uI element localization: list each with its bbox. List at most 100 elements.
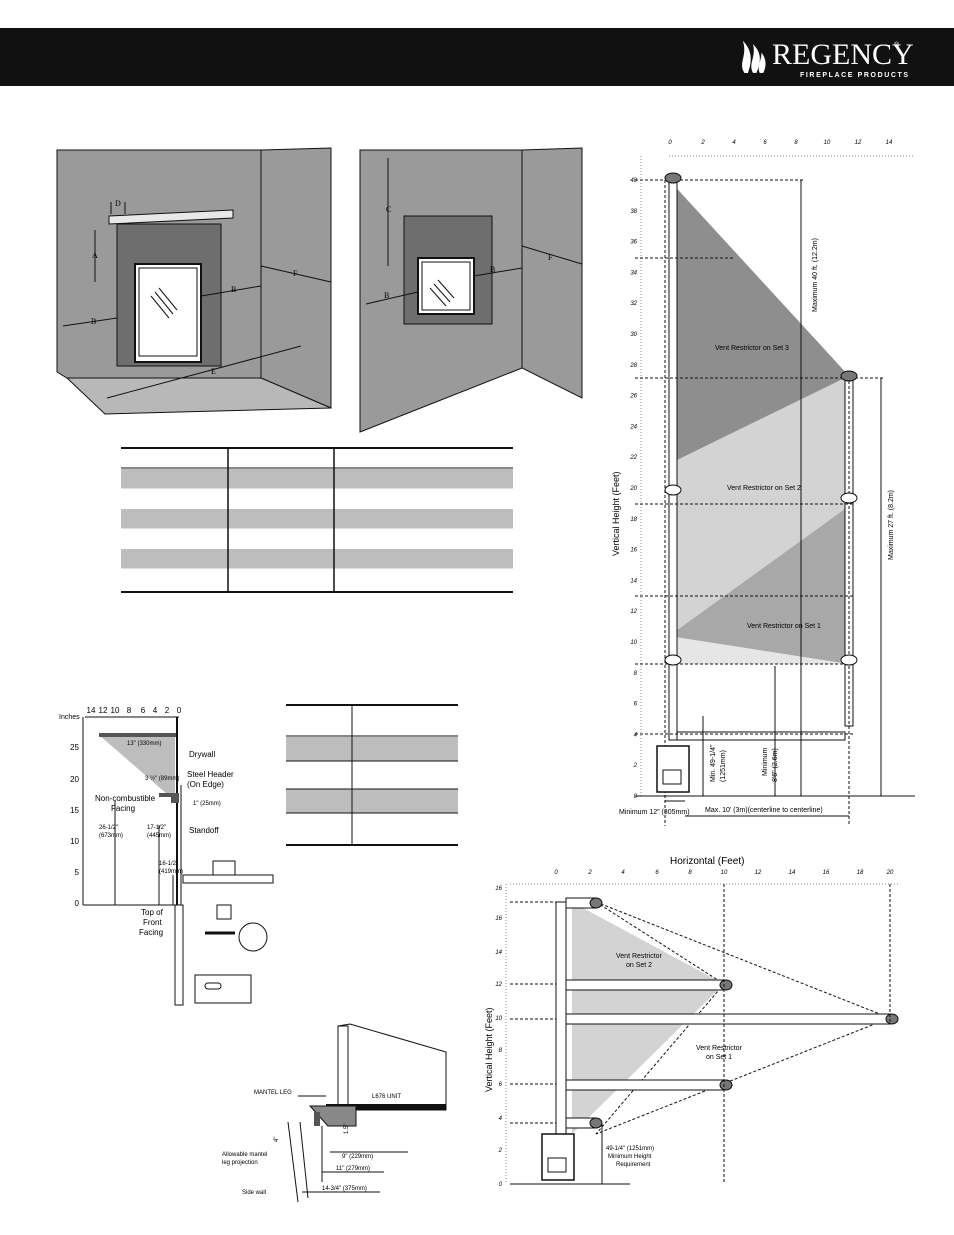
drywall-label: Drywall [189,750,215,759]
min-height-c: Requirement [616,1162,651,1168]
mantel-clearance-chart: Inches 14 12 10 8 6 4 2 0 25 20 15 10 5 … [59,706,274,1006]
dim-1-5: 1.5" [344,1124,350,1134]
horizontal-title: Horizontal (Feet) [670,856,744,867]
label-d: D [115,199,121,208]
tick-15: 15 [70,806,79,815]
top-tick: 4 [621,870,625,876]
left-tick: 16 [495,916,502,922]
tick-2: 2 [165,706,170,715]
min49-label: Min. 49-1/4" [710,744,717,782]
top-tick: 8 [794,140,798,146]
tick-20: 20 [70,775,79,784]
top-tick: 6 [655,870,659,876]
left-tick: 22 [629,455,637,461]
top-tick: 0 [554,870,558,876]
top-tick: 14 [789,870,796,876]
left-tick: 16 [630,548,637,554]
label-e: E [211,367,216,376]
flame-logo-icon [742,40,766,73]
left-tick: 34 [630,270,637,276]
tick-6: 6 [141,706,146,715]
top-tick: 10 [824,140,831,146]
left-tick: 4 [499,1116,503,1122]
brand-subtitle: FIREPLACE PRODUCTS [800,72,910,79]
minimum-label: Minimum [762,747,769,776]
left-tick: 10 [495,1016,502,1022]
unit-label: L676 UNIT [372,1094,401,1100]
front-label: Front [143,918,162,927]
tick-4: 4 [153,706,158,715]
min49-mm-label: (1251mm) [720,750,727,782]
registered-mark: ® [894,42,900,49]
left-tick: 40 [630,178,637,184]
min-height-a: 49-1/4" (1251mm) [606,1146,654,1152]
top-tick: 8 [688,870,692,876]
mantel-leg-diagram: MANTEL LEG L676 UNIT 1.5" 4" 9" (229mm) … [222,1023,447,1203]
mantel-leg-label: MANTEL LEG [254,1090,292,1096]
left-tick: 16 [495,886,502,892]
y-axis-label: Vertical Height (Feet) [611,471,621,556]
small-table [286,704,458,846]
dim-26: 26-1/2" [99,825,118,831]
dim-13: 13" (330mm) [127,741,161,747]
top-of-label: Top of [141,908,164,917]
projection-label: leg projection [222,1160,258,1166]
left-tick: 2 [633,763,638,769]
dim-17-mm: (445mm) [147,833,171,839]
brand-name: REGENCY [772,38,914,71]
left-tick: 0 [499,1182,503,1188]
tick-25: 25 [70,743,79,752]
dim-16: 16-1/2" [159,861,178,867]
left-tick: 26 [629,394,637,400]
inches-label: Inches [59,714,80,721]
steel-header-label: Steel Header [187,770,234,779]
y-axis-label: Vertical Height (Feet) [484,1007,494,1092]
tick-0-left: 0 [75,899,80,908]
left-tick: 2 [498,1148,503,1154]
dim-16-mm: (419mm) [159,869,183,875]
set2-label-a: Vent Restrictor [616,953,663,960]
label-f: F [293,269,298,278]
min-height-b: Minimum Height [608,1154,652,1160]
facing2-label: Facing [139,928,163,937]
left-tick: 8 [499,1048,503,1054]
tick-12: 12 [99,706,108,715]
top-tick: 14 [886,140,893,146]
label-f: F [548,253,553,262]
set1-label-a: Vent Restrictor [696,1045,743,1052]
dim-1: 1" (25mm) [193,801,221,807]
left-tick: 14 [495,950,502,956]
dim-14: 14-3/4" (375mm) [322,1186,367,1192]
top-tick: 18 [857,870,864,876]
room-diagram-right: C F B B [359,147,583,433]
label-c: C [386,205,391,214]
dim-11: 11" (279mm) [336,1166,370,1172]
side-wall-label: Side wall [242,1190,266,1196]
max10-label: Max. 10' (3m)(centerline to centerline) [705,807,823,814]
set1-label-b: on Set 1 [706,1054,732,1061]
allowable-label: Allowable mantel [222,1152,267,1158]
left-tick: 38 [630,209,637,215]
clearance-table [121,447,513,593]
non-combustible-label: Non-combustible [95,794,156,803]
left-tick: 6 [499,1082,503,1088]
dim-17: 17-1/2" [147,825,166,831]
tick-5: 5 [75,868,80,877]
left-tick: 4 [634,732,638,738]
dim-3-5: 3 ½" (89mm) [145,775,179,782]
table-row [286,737,458,761]
left-tick: 8 [634,671,638,677]
label-b-left: B [91,317,96,326]
left-tick: 10 [630,640,637,646]
left-tick: 20 [629,486,637,492]
top-tick: 12 [755,870,762,876]
set1-label: Vent Restrictor on Set 1 [747,623,821,630]
set2-label-b: on Set 2 [626,962,652,969]
tick-10: 10 [111,706,120,715]
left-tick: 6 [634,702,638,708]
room-diagram-left: D A B F B E [56,147,332,415]
table-row [121,509,513,529]
horizontal-vent-chart: Horizontal (Feet) 0 2 4 6 8 10 12 14 16 … [484,856,900,1188]
label-b-right: B [490,265,495,274]
dim-4: 4" [274,1137,280,1142]
